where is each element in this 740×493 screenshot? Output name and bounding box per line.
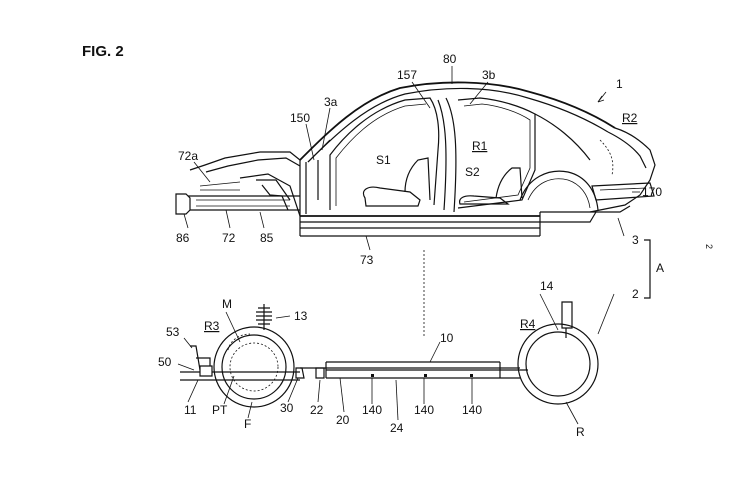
label-13: 13 [294,309,308,323]
vehicle-platform [180,301,599,408]
label-72: 72 [222,231,236,245]
label-72a: 72a [178,149,198,163]
label-53: 53 [166,325,180,339]
vehicle-upper-body [175,81,656,237]
label-M: M [222,297,232,311]
label-24: 24 [390,421,404,435]
label-S1: S1 [376,153,391,167]
label-80: 80 [443,52,457,66]
label-20: 20 [336,413,350,427]
label-50: 50 [158,355,172,369]
label-3: 3 [632,233,639,247]
label-22: 22 [310,403,324,417]
label-R1: R1 [472,139,488,153]
reference-arrow [597,95,605,103]
label-R2: R2 [622,111,638,125]
label-3a: 3a [324,95,338,109]
label-PT: PT [212,403,228,417]
label-170: 170 [642,185,662,199]
label-1: 1 [616,77,623,91]
label-A: A [656,261,664,275]
figure-title: FIG. 2 [82,43,124,60]
label-R3: R3 [204,319,220,333]
label-86: 86 [176,231,190,245]
label-73: 73 [360,253,374,267]
label-R: R [576,425,585,439]
label-2: 2 [632,287,639,301]
label-14: 14 [540,279,554,293]
label-10: 10 [440,331,454,345]
page-mark: 2 [704,244,714,249]
label-F: F [244,417,251,431]
leader-lines [177,66,640,425]
label-3b: 3b [482,68,496,82]
label-11: 11 [184,403,197,417]
label-30: 30 [280,401,294,415]
label-R4: R4 [520,317,536,331]
label-140-a: 140 [362,403,382,417]
label-157: 157 [397,68,417,82]
label-140-b: 140 [414,403,434,417]
reference-labels: 1 80 157 3b 3a 150 R1 R2 S1 S2 72a 170 8… [158,52,664,439]
label-S2: S2 [465,165,480,179]
label-140-c: 140 [462,403,482,417]
label-85: 85 [260,231,274,245]
label-150: 150 [290,111,310,125]
bracket-A [644,239,651,299]
